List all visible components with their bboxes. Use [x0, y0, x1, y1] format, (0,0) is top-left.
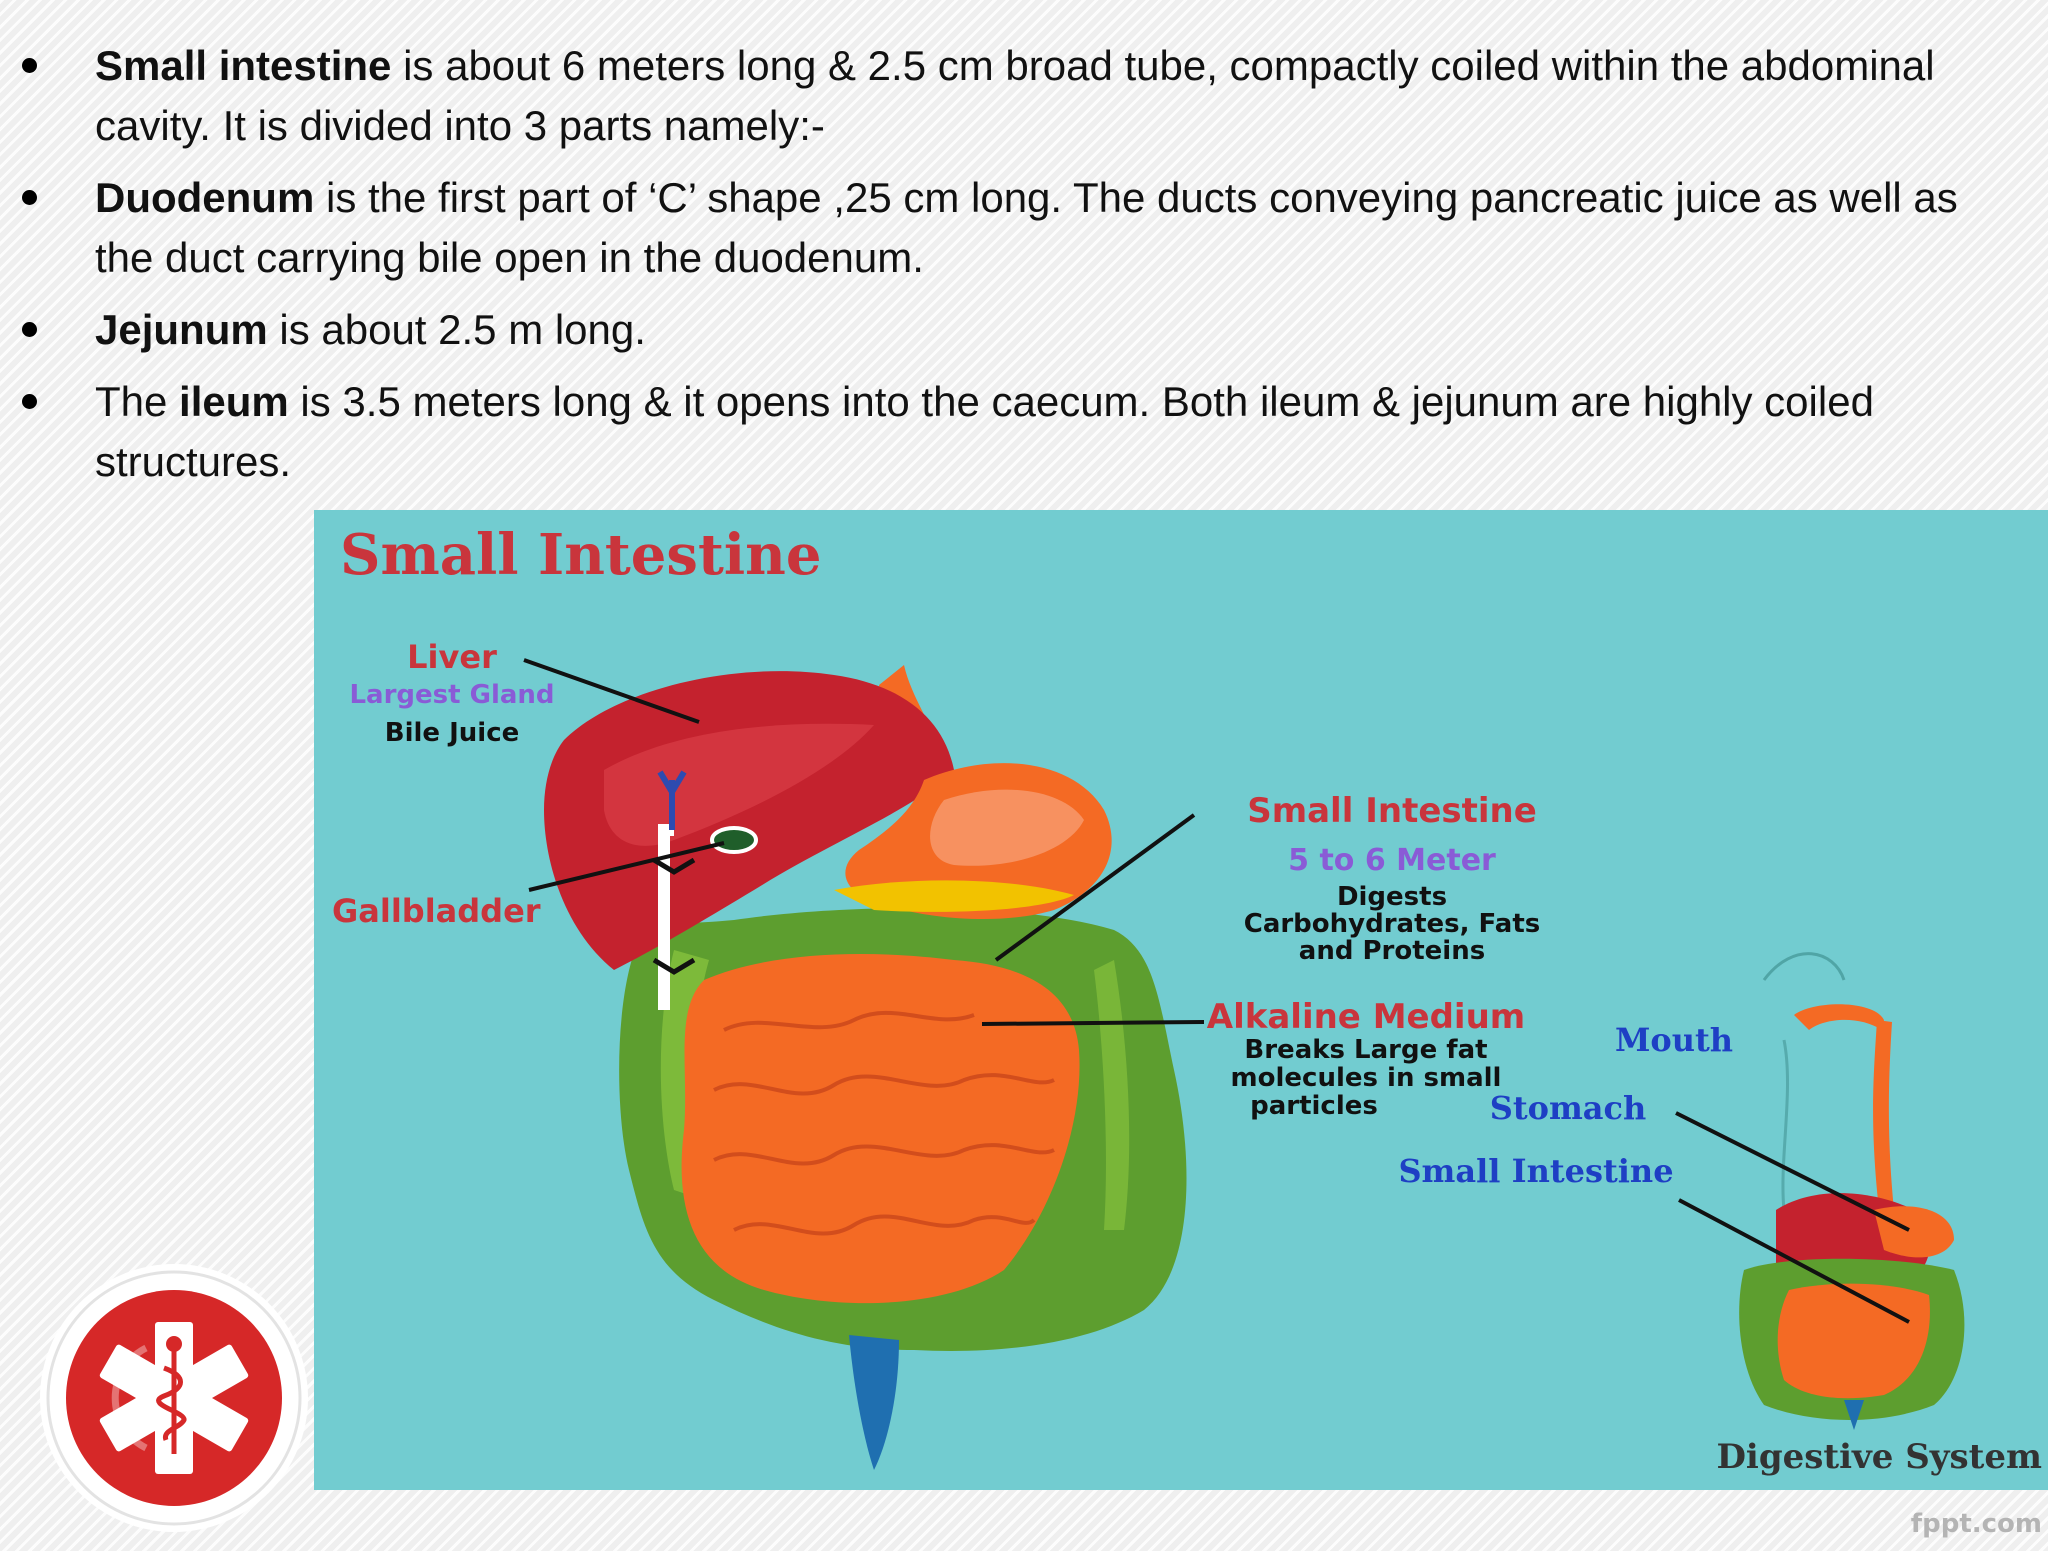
alkaline-label: Alkaline Medium [1207, 997, 1525, 1037]
colon-highlight [1094, 960, 1130, 1230]
inset-rectum [1844, 1400, 1864, 1430]
digestive-diagram: Small Intestine [314, 510, 2048, 1490]
footer-brand: fppt.com [1910, 1509, 2042, 1539]
bullet-term: Jejunum [95, 306, 268, 353]
bullet-term: Small intestine [95, 42, 392, 89]
bullet-text: is the first part of ‘C’ shape ,25 cm lo… [95, 174, 1958, 281]
bullet-item: Small intestine is about 6 meters long &… [0, 36, 2048, 156]
small-intestine-label: Small Intestine [1247, 791, 1537, 831]
stomach-highlight [930, 789, 1084, 866]
inset-intestine-leader-line [1678, 1198, 1910, 1324]
small-intestine-desc: and Proteins [1299, 936, 1485, 966]
gallbladder-label: Gallbladder [332, 892, 541, 930]
liver-label: Liver [407, 638, 497, 676]
small-intestine-desc: Digests [1337, 882, 1447, 912]
small-intestine-leader-line [994, 813, 1196, 962]
inset-mouth [1794, 1004, 1884, 1030]
liver-leader-line [523, 658, 700, 724]
alkaline-desc: particles [1250, 1091, 1378, 1121]
small-intestine-desc: Carbohydrates, Fats [1244, 909, 1541, 939]
hepatic-duct [657, 770, 687, 830]
bullet-item: Duodenum is the first part of ‘C’ shape … [0, 168, 2048, 288]
inset-digestive-figure [1675, 952, 1965, 1430]
inset-esophagus [1873, 1020, 1894, 1210]
inset-stomach [1874, 1206, 1954, 1258]
liver-sub-label: Largest Gland [349, 680, 554, 710]
bullet-term: ileum [179, 378, 289, 425]
alkaline-desc: molecules in small [1231, 1063, 1502, 1093]
bullet-text: is 3.5 meters long & it opens into the c… [95, 378, 1874, 485]
bullet-dot-icon [22, 190, 37, 205]
digestive-illustration: Small Intestine [332, 522, 2042, 1477]
bullet-dot-icon [22, 322, 37, 337]
bullet-dot-icon [22, 58, 37, 73]
rectum [849, 1335, 899, 1470]
bullet-term: Duodenum [95, 174, 315, 221]
small-intestine-length: 5 to 6 Meter [1288, 843, 1496, 878]
bullet-text: is about 6 meters long & 2.5 cm broad tu… [95, 42, 1935, 149]
small-intestine [681, 954, 1080, 1304]
gallbladder-leader-line [528, 841, 725, 892]
inset-caption: Digestive System [1716, 1437, 2042, 1477]
alkaline-leader-line [981, 1020, 1205, 1026]
inset-head-outline [1762, 952, 1846, 981]
inset-stomach-leader-line [1675, 1111, 1910, 1232]
medical-logo [38, 1262, 310, 1534]
inset-stomach-label: Stomach [1490, 1089, 1647, 1127]
bullet-list: Small intestine is about 6 meters long &… [0, 36, 2048, 504]
bullet-dot-icon [22, 394, 37, 409]
bullet-item: Jejunum is about 2.5 m long. [0, 300, 2048, 360]
gallbladder [710, 826, 758, 854]
inset-body-outline [1781, 1039, 1789, 1211]
pancreas [834, 880, 1074, 912]
medical-star-of-life-icon [40, 1264, 308, 1532]
liver-sub-label: Bile Juice [385, 718, 519, 748]
duct-valve-marks [652, 857, 696, 975]
bullet-text: is about 2.5 m long. [267, 306, 646, 353]
inset-mouth-label: Mouth [1615, 1021, 1733, 1059]
bullet-item: The ileum is 3.5 meters long & it opens … [0, 372, 2048, 492]
alkaline-desc: Breaks Large fat [1244, 1035, 1487, 1065]
inset-small-intestine-label: Small Intestine [1398, 1152, 1673, 1190]
diagram-title: Small Intestine [340, 522, 821, 588]
intestine-folds [713, 1010, 1055, 1236]
